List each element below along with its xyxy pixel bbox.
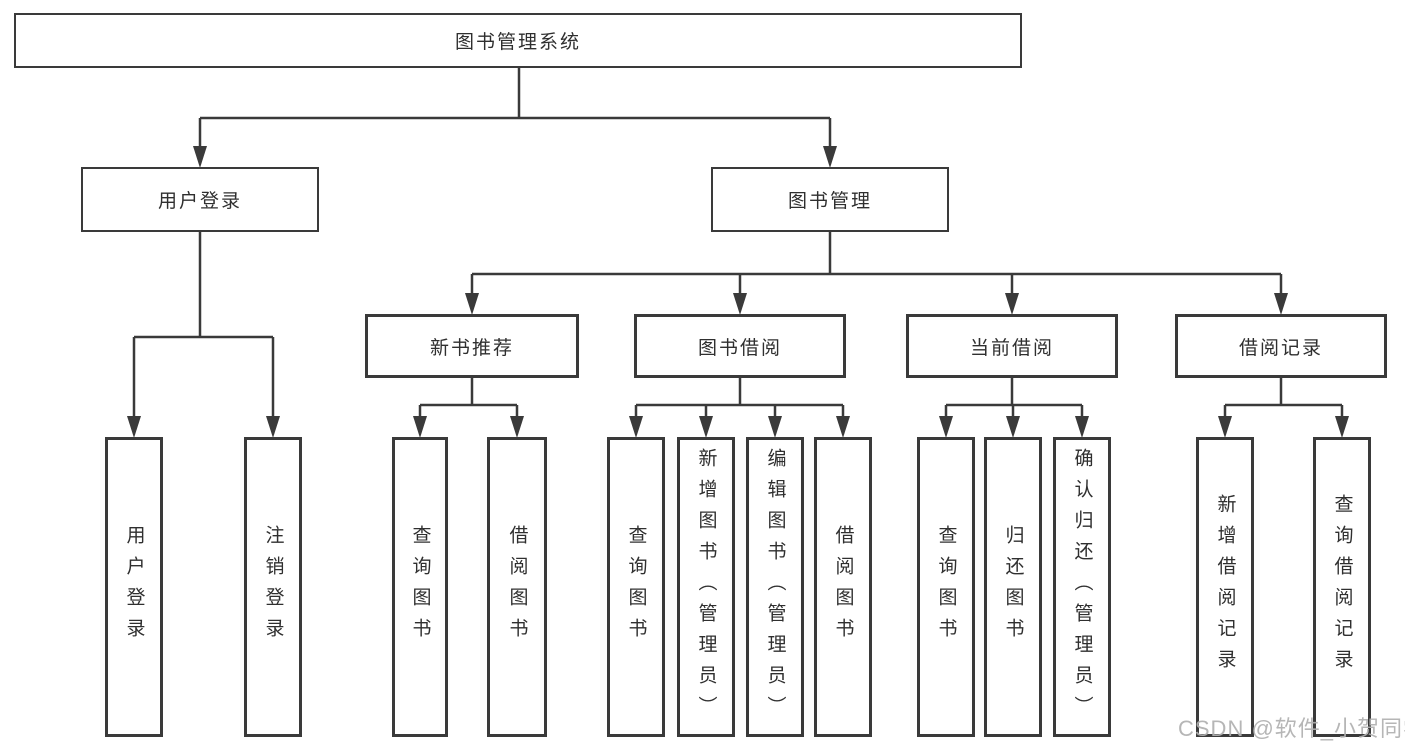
new-book-recommend-box: 新书推荐 [365, 314, 579, 378]
leaf-confirm-return-admin-label: 确认归还（管理员） [1071, 447, 1093, 727]
leaf-borrow-book-recommend-label: 借阅图书 [506, 525, 528, 649]
leaf-user-login: 用户登录 [105, 437, 163, 737]
leaf-add-borrow-record-label: 新增借阅记录 [1214, 494, 1236, 680]
book-borrow-box: 图书借阅 [634, 314, 846, 378]
arrow-down-icons [127, 146, 1349, 438]
leaf-return-book-label: 归还图书 [1002, 525, 1024, 649]
leaf-confirm-return-admin: 确认归还（管理员） [1053, 437, 1111, 737]
leaf-borrow-book-recommend: 借阅图书 [487, 437, 547, 737]
book-management-box: 图书管理 [711, 167, 949, 232]
leaf-query-borrow-record: 查询借阅记录 [1313, 437, 1371, 737]
leaf-query-borrow-record-label: 查询借阅记录 [1331, 494, 1353, 680]
leaf-query-book-current: 查询图书 [917, 437, 975, 737]
leaf-return-book: 归还图书 [984, 437, 1042, 737]
leaf-query-book-recommend-label: 查询图书 [409, 525, 431, 649]
leaf-query-book-current-label: 查询图书 [935, 525, 957, 649]
leaf-add-borrow-record: 新增借阅记录 [1196, 437, 1254, 737]
leaf-edit-book-admin-label: 编辑图书（管理员） [764, 447, 786, 727]
leaf-add-book-admin: 新增图书（管理员） [677, 437, 735, 737]
leaf-query-book-borrow: 查询图书 [607, 437, 665, 737]
leaf-user-login-label: 用户登录 [123, 525, 145, 649]
leaf-borrow-book: 借阅图书 [814, 437, 872, 737]
current-borrow-box: 当前借阅 [906, 314, 1118, 378]
user-login-box: 用户登录 [81, 167, 319, 232]
csdn-watermark: CSDN @软件_小贺同学 [1178, 716, 1405, 741]
leaf-query-book-borrow-label: 查询图书 [625, 525, 647, 649]
leaf-add-book-admin-label: 新增图书（管理员） [695, 447, 717, 727]
leaf-logout: 注销登录 [244, 437, 302, 737]
root-box-library-management-system: 图书管理系统 [14, 13, 1022, 68]
leaf-borrow-book-label: 借阅图书 [832, 525, 854, 649]
connector-paths [132, 68, 1344, 416]
leaf-edit-book-admin: 编辑图书（管理员） [746, 437, 804, 737]
leaf-query-book-recommend: 查询图书 [392, 437, 448, 737]
leaf-logout-label: 注销登录 [262, 525, 284, 649]
borrow-record-box: 借阅记录 [1175, 314, 1387, 378]
